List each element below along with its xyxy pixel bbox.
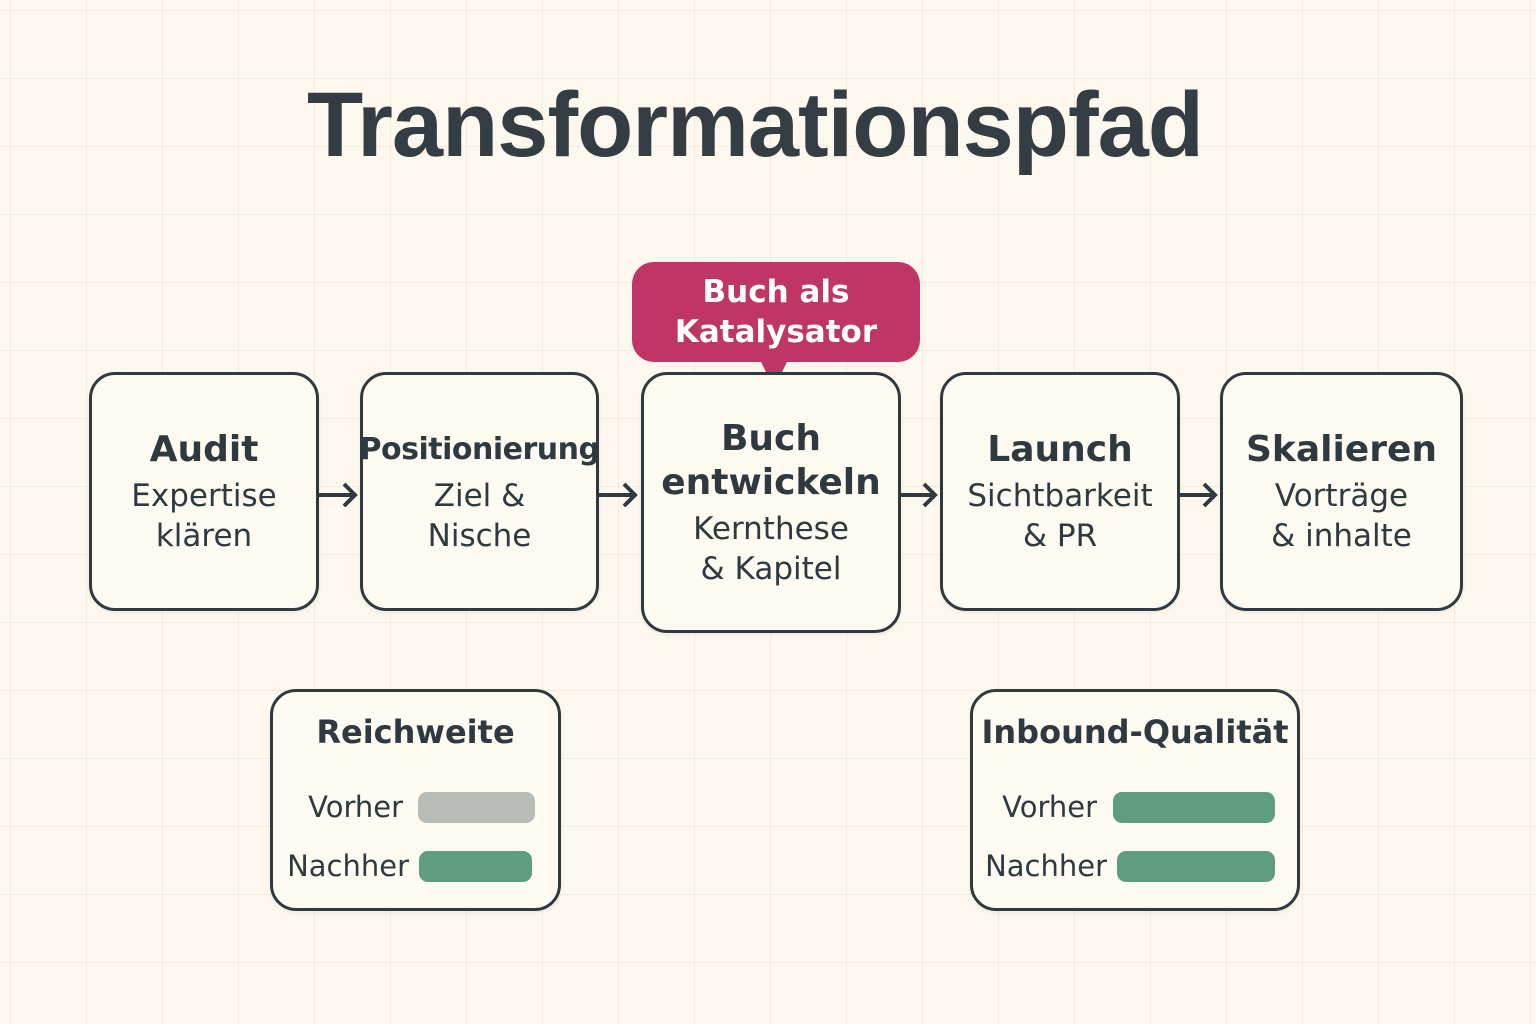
step-description: Vorträge & inhalte xyxy=(1271,476,1412,556)
step-positionierung: Positionierung Ziel & Nische xyxy=(359,372,600,611)
step-description: Kernthese & Kapitel xyxy=(693,509,849,589)
step-audit: Audit Expertise klären xyxy=(89,372,319,611)
step-buch-entwickeln: Buch entwickeln Kernthese & Kapitel xyxy=(641,372,901,633)
metric-row-label: Nachher xyxy=(287,849,409,883)
step-description: Expertise klären xyxy=(131,476,276,556)
diagram-title: Transformationspfad xyxy=(306,74,1204,176)
step-title: Launch xyxy=(987,428,1133,470)
metric-bar-nachher xyxy=(419,850,532,882)
metric-bar-nachher xyxy=(1117,850,1275,882)
metric-row-nachher: Nachher xyxy=(279,849,532,883)
step-description-line: Expertise xyxy=(131,477,277,514)
metric-row-label: Vorher xyxy=(308,790,403,824)
metric-card-reichweite: Reichweite Vorher Nachher xyxy=(270,689,561,911)
callout-line-2: Katalysator xyxy=(674,314,878,350)
step-description-line: Ziel & xyxy=(433,477,526,514)
step-description-line: klären xyxy=(155,517,253,554)
step-description-line: Nische xyxy=(427,517,532,554)
arrow-right-icon xyxy=(598,482,638,508)
metric-title: Inbound-Qualität xyxy=(981,713,1289,751)
metric-row-nachher: Nachher xyxy=(979,849,1275,883)
step-title: Positionierung xyxy=(359,431,600,467)
step-description-line: Kernthese xyxy=(693,510,849,547)
metric-card-inbound-qualitaet: Inbound-Qualität Vorher Nachher xyxy=(970,689,1300,911)
step-skalieren: Skalieren Vorträge & inhalte xyxy=(1220,372,1463,611)
metric-row-label: Vorher xyxy=(1002,790,1097,824)
step-description-line: Sichtbarkeit xyxy=(967,477,1153,514)
metric-row-label: Nachher xyxy=(985,849,1107,883)
metric-row-vorher: Vorher xyxy=(293,790,535,824)
step-description: Ziel & Nische xyxy=(428,476,532,556)
metric-bar-vorher xyxy=(1113,791,1275,823)
catalyst-callout: Buch als Katalysator xyxy=(632,262,920,362)
step-description-line: Vorträge xyxy=(1274,477,1409,514)
metric-bar-vorher xyxy=(418,791,535,823)
arrow-right-icon xyxy=(1178,482,1218,508)
arrow-right-icon xyxy=(318,482,358,508)
step-description: Sichtbarkeit & PR xyxy=(967,476,1152,556)
step-description-line: & Kapitel xyxy=(700,550,842,587)
arrow-right-icon xyxy=(900,482,938,508)
metric-row-vorher: Vorher xyxy=(993,790,1275,824)
step-description-line: & inhalte xyxy=(1271,517,1412,554)
step-description-line: & PR xyxy=(1022,517,1098,554)
callout-line-1: Buch als xyxy=(702,274,850,310)
metric-title: Reichweite xyxy=(316,713,515,751)
step-launch: Launch Sichtbarkeit & PR xyxy=(940,372,1180,611)
step-title-line-2: entwickeln xyxy=(661,461,881,503)
step-title: Skalieren xyxy=(1245,428,1438,470)
step-title: Audit xyxy=(149,428,259,470)
step-title-line-1: Buch xyxy=(720,417,822,459)
